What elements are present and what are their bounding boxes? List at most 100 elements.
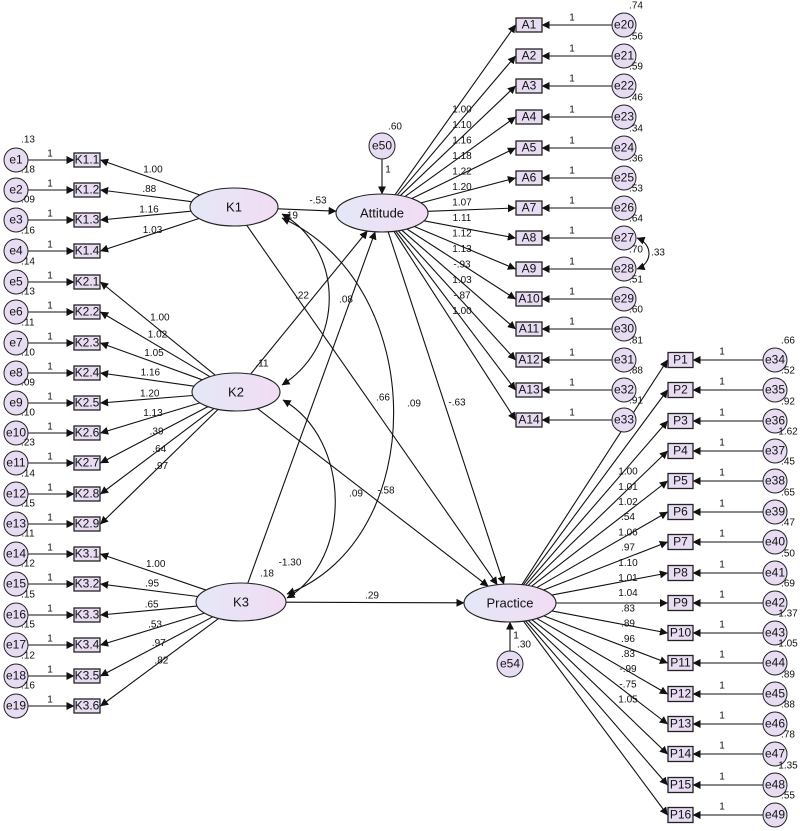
error-e41 <box>762 560 788 586</box>
loading-value-P8: 1.01 <box>618 573 638 584</box>
loading-A6 <box>420 176 516 204</box>
loading-P6 <box>536 511 668 589</box>
error-loading-e12: 1 <box>47 483 53 494</box>
indicator-K2.9-label: K2.9 <box>75 517 100 531</box>
error-e27-label: e27 <box>614 231 634 245</box>
error-variance-e34: .66 <box>781 336 795 347</box>
error-e6-label: e6 <box>9 305 23 319</box>
latent-label-K1: K1 <box>226 199 242 214</box>
loading-value-A10: 1.13 <box>452 244 472 255</box>
error-loading-e22: 1 <box>569 74 575 85</box>
error-variance-e47: .78 <box>781 730 795 741</box>
indicator-K3.2 <box>73 576 101 592</box>
loading-value-A9: 1.12 <box>452 229 472 240</box>
indicator-P4-label: P4 <box>673 444 688 458</box>
indicator-K2.4 <box>73 365 101 381</box>
indicator-K2.2-label: K2.2 <box>75 305 100 319</box>
indicator-A10-label: A10 <box>518 292 540 306</box>
error-e41-label: e41 <box>765 566 785 580</box>
error-e9 <box>3 390 29 416</box>
error-e24 <box>611 135 637 161</box>
error-variance-e13: .15 <box>21 499 35 510</box>
indicator-A11-label: A11 <box>519 322 540 336</box>
indicator-P5 <box>667 472 694 490</box>
loading-value-K3.1: 1.00 <box>146 559 166 570</box>
loading-value-P5: 1.06 <box>618 527 638 538</box>
covariance-value-K1-K3: .09 <box>407 399 421 410</box>
indicator-A7-label: A7 <box>522 201 537 215</box>
error-variance-e46: .88 <box>781 700 795 711</box>
error-e38-label: e38 <box>765 474 785 488</box>
error-loading-e9: 1 <box>47 392 53 403</box>
loading-value-P14: -.99 <box>619 664 637 675</box>
indicator-K2.2 <box>73 304 101 320</box>
error-loading-e23: 1 <box>569 105 575 116</box>
coef-Attitude-Practice: -.63 <box>448 398 466 409</box>
error-e39-label: e39 <box>765 505 785 519</box>
error-e39 <box>762 499 788 525</box>
loading-K2.4 <box>100 370 195 387</box>
loading-value-A5: 1.22 <box>452 167 472 178</box>
error-variance-e5: .14 <box>21 257 35 268</box>
covariance-K1-K2 <box>281 213 330 386</box>
error-e5 <box>3 269 29 295</box>
loading-value-K2.1: 1.00 <box>150 313 170 324</box>
error-variance-e40: .47 <box>781 518 795 529</box>
error-variance-e41: .50 <box>781 549 795 560</box>
disturbance-variance-e54: .30 <box>517 640 531 651</box>
indicator-P13-label: P13 <box>670 717 692 731</box>
error-variance-e15: .12 <box>21 559 35 570</box>
indicator-K1.4 <box>73 243 101 259</box>
error-variance-e26: .53 <box>629 184 643 195</box>
indicator-K2.1 <box>73 274 101 290</box>
covariance-value-K2-K3: .09 <box>349 489 363 500</box>
covariance-value-e27-e28: .33 <box>651 248 665 259</box>
indicator-P14-label: P14 <box>670 747 692 761</box>
loading-value-K1.1: 1.00 <box>143 164 163 175</box>
indicator-K1.1 <box>73 152 101 168</box>
error-loading-e17: 1 <box>47 634 53 645</box>
error-loading-e13: 1 <box>47 513 53 524</box>
loading-value-K2.7: .39 <box>150 426 164 437</box>
error-loading-e14: 1 <box>47 543 53 554</box>
error-e35-label: e35 <box>765 383 785 397</box>
indicator-A12-label: A12 <box>518 353 540 367</box>
loading-value-P1: 1.00 <box>618 467 638 478</box>
error-e25-label: e25 <box>614 171 634 185</box>
error-loading-e33: 1 <box>569 408 575 419</box>
loading-value-P10: .83 <box>621 603 635 614</box>
error-loading-e47: 1 <box>719 741 725 752</box>
indicator-K3.3-label: K3.3 <box>75 608 100 622</box>
loading-A12 <box>397 230 516 361</box>
error-loading-e19: 1 <box>47 695 53 706</box>
error-e29-label: e29 <box>614 292 634 306</box>
coef-K1-Attitude: -.53 <box>309 196 327 207</box>
loading-A5 <box>411 147 516 200</box>
error-e7 <box>3 330 29 356</box>
error-e48 <box>762 772 788 798</box>
indicator-A1-label: A1 <box>522 18 537 32</box>
disturbance-e54 <box>496 650 524 678</box>
error-e42-label: e42 <box>765 596 785 610</box>
indicator-A5 <box>515 140 543 156</box>
error-loading-e16: 1 <box>47 604 53 615</box>
error-loading-e3: 1 <box>47 209 53 220</box>
error-variance-e20: .74 <box>629 1 643 12</box>
error-e36 <box>762 408 788 434</box>
indicator-P15-label: P15 <box>670 778 692 792</box>
indicator-P1-label: P1 <box>673 353 688 367</box>
loading-K3.1 <box>100 552 207 591</box>
indicator-K3.5-label: K3.5 <box>75 669 100 683</box>
error-e2-label: e2 <box>9 183 23 197</box>
error-e22-label: e22 <box>614 79 634 93</box>
loading-P1 <box>521 359 668 585</box>
error-e11-label: e11 <box>6 456 25 470</box>
indicator-P9-label: P9 <box>673 596 688 610</box>
loading-value-P16: 1.05 <box>618 695 638 706</box>
indicator-K3.6-label: K3.6 <box>75 699 100 713</box>
indicator-P16-label: P16 <box>670 808 692 822</box>
error-variance-e38: .45 <box>781 457 795 468</box>
error-e13 <box>3 511 29 537</box>
error-loading-e32: 1 <box>569 378 575 389</box>
